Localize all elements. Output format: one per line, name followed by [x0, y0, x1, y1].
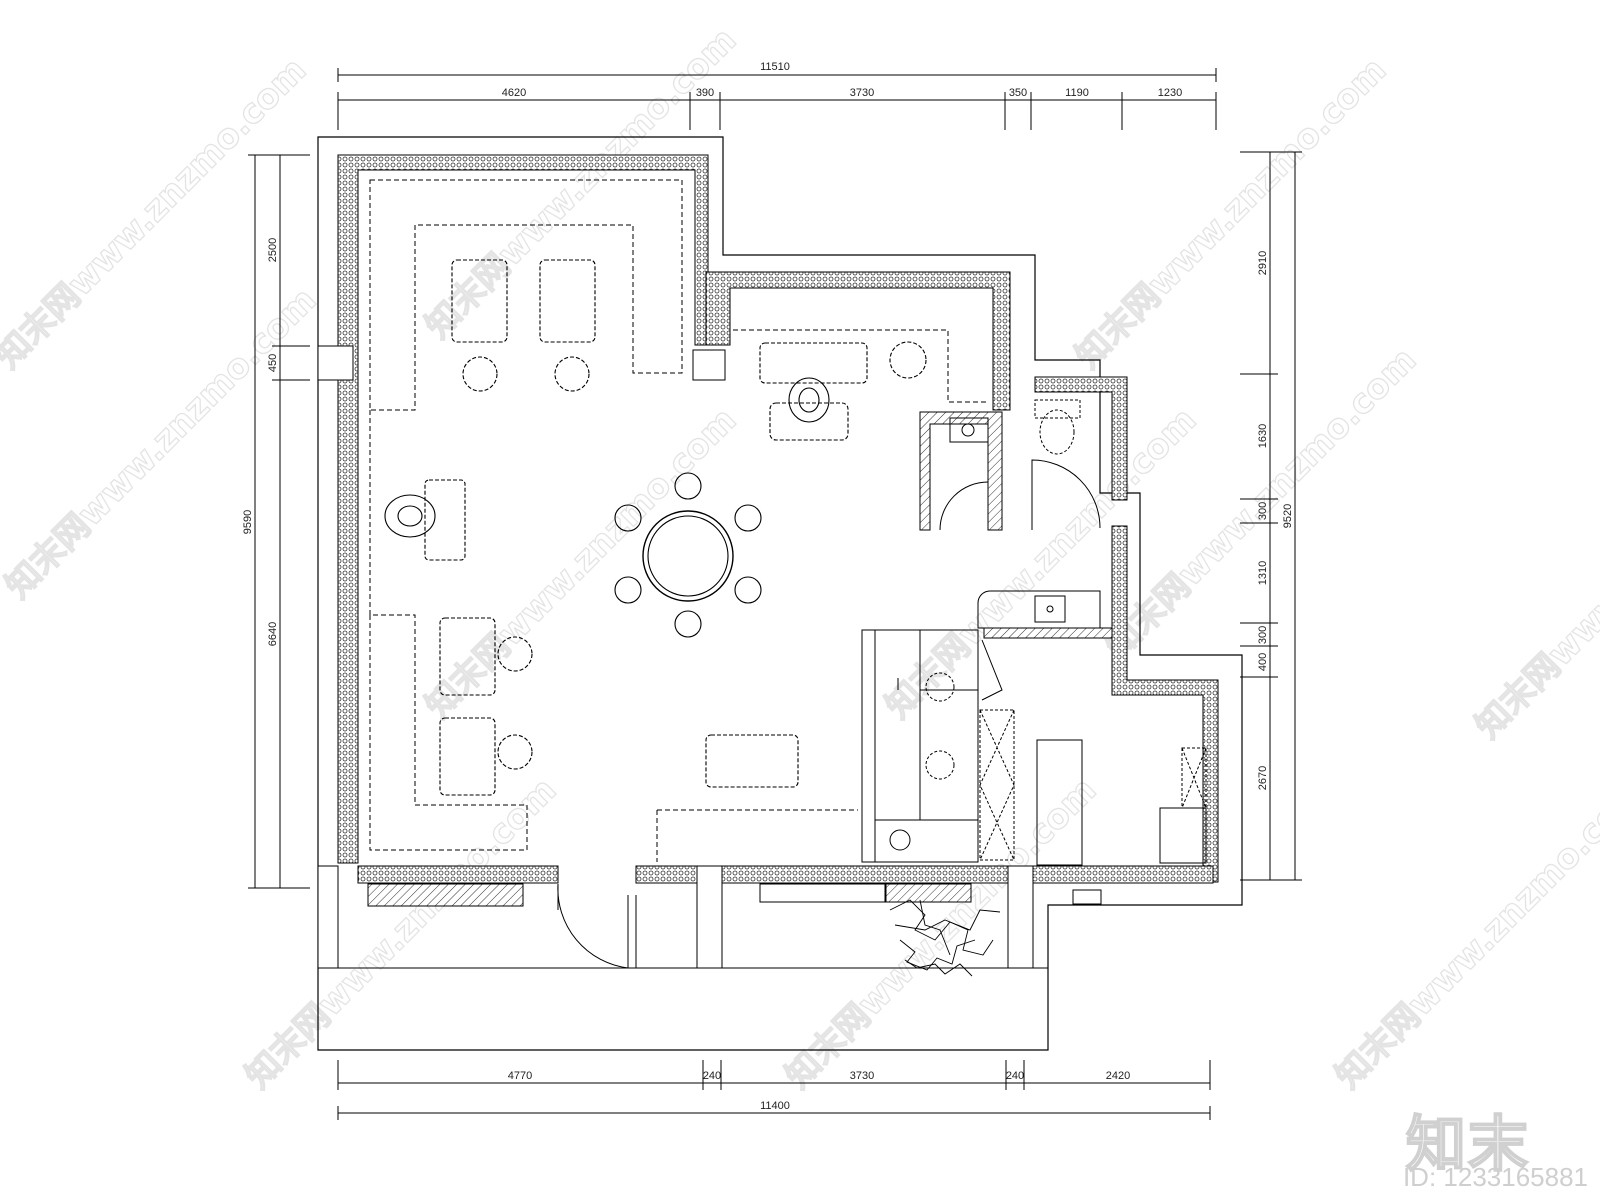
dim-right-2: 1630	[1257, 424, 1269, 448]
watermark-text: 知末网www.znzmo.com	[418, 400, 744, 726]
dim-top-6: 1230	[1158, 87, 1182, 99]
dim-right-7: 2670	[1257, 766, 1269, 790]
dim-left-overall: 9590	[242, 510, 254, 534]
dim-right-4: 1310	[1257, 561, 1269, 585]
dim-bottom-5: 2420	[1106, 1070, 1130, 1082]
dim-bottom-3: 3730	[850, 1070, 874, 1082]
furniture	[384, 259, 927, 796]
entrance-door	[557, 883, 637, 969]
dimension-lines	[248, 68, 1302, 1120]
dim-bottom-2: 240	[703, 1070, 721, 1082]
watermark-text: 知末网www.znzmo.com	[238, 770, 564, 1096]
dim-bottom-overall: 11400	[760, 1100, 790, 1112]
dim-bottom-4: 240	[1006, 1070, 1024, 1082]
dim-top-3: 3730	[850, 87, 874, 99]
dim-left-2: 450	[267, 354, 279, 372]
structural-columns	[317, 345, 1034, 969]
image-id-label: ID: 1233165881	[1402, 1162, 1588, 1192]
dim-left-3: 6640	[267, 622, 279, 646]
meter-box	[1072, 889, 1102, 905]
building-outline	[317, 136, 1243, 1051]
dim-top-2: 390	[696, 87, 714, 99]
watermark-text: 知末网www.znzmo.com	[1468, 420, 1600, 746]
watermark-text: 知末网www.znzmo.com	[1068, 50, 1394, 376]
dim-right-overall: 9520	[1282, 504, 1294, 528]
dim-bottom-1: 4770	[508, 1070, 532, 1082]
built-in-cabinets	[369, 179, 987, 862]
plant-icon	[889, 899, 1001, 977]
masonry-walls	[337, 154, 1219, 884]
dim-top-4: 350	[1009, 87, 1027, 99]
bathroom-fixtures	[861, 399, 1207, 866]
dim-right-6: 400	[1257, 653, 1269, 671]
watermark-layer: 知末网www.znzmo.com 知末网www.znzmo.com 知末网www…	[0, 19, 1600, 1097]
brand-logo: 知末	[1405, 1109, 1530, 1181]
dim-top-5: 1190	[1065, 87, 1089, 99]
dim-left-1: 2500	[267, 238, 279, 262]
watermark-text: 知末网www.znzmo.com	[1328, 770, 1600, 1096]
dim-right-1: 2910	[1257, 251, 1269, 275]
dimension-labels: 11510 4620 390 3730 350 1190 1230 9590 2…	[242, 61, 1294, 1112]
dim-top-overall: 11510	[760, 61, 790, 73]
dim-right-3: 300	[1257, 502, 1269, 520]
dim-right-5: 300	[1257, 626, 1269, 644]
dim-top-1: 4620	[502, 87, 526, 99]
